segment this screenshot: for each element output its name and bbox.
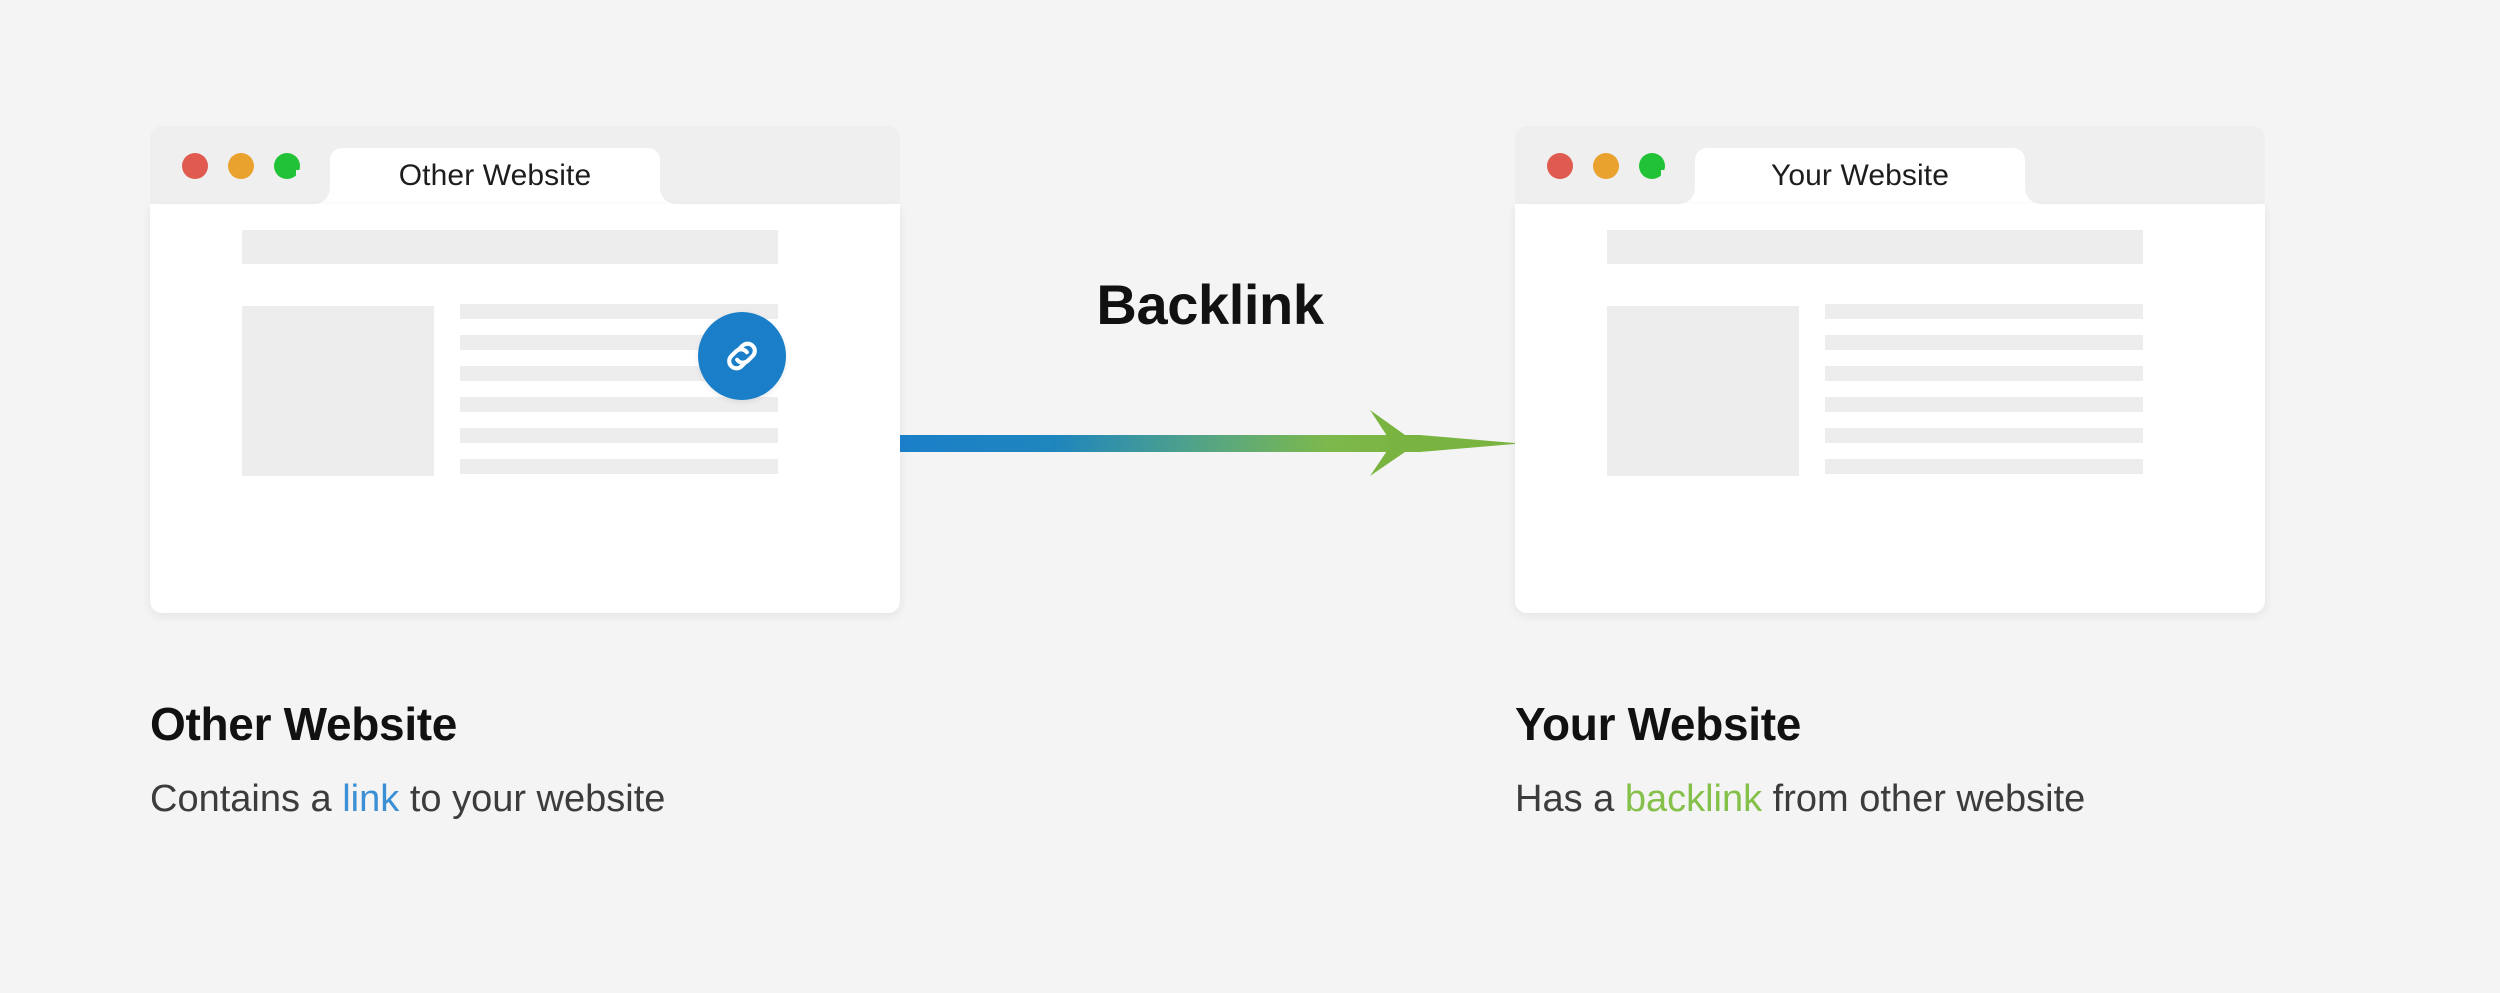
- link-badge[interactable]: [698, 312, 786, 400]
- skeleton-line: [1825, 335, 2143, 350]
- skeleton-line: [1825, 397, 2143, 412]
- tab-skirt-left: [1661, 170, 1695, 204]
- skeleton-line: [1825, 428, 2143, 443]
- browser-tab-label: Your Website: [1771, 159, 1949, 192]
- chain-link-icon: [727, 341, 757, 371]
- caption-body: Has a backlink from other website: [1515, 776, 2495, 824]
- skeleton-line: [1825, 459, 2143, 474]
- minimize-window-dot[interactable]: [228, 153, 254, 179]
- skeleton-line: [460, 428, 778, 443]
- skeleton-line: [460, 397, 778, 412]
- arrow-right-icon: [900, 410, 1520, 476]
- tab-skirt-right: [2025, 170, 2059, 204]
- browser-viewport: [150, 204, 900, 613]
- caption-other-website: Other Website Contains a link to your we…: [150, 700, 1130, 824]
- caption-title: Other Website: [150, 698, 458, 750]
- caption-text-after: from other website: [1762, 778, 2086, 821]
- backlink-arrow: [900, 410, 1520, 476]
- skeleton-thumbnail: [242, 306, 434, 476]
- skeleton-line: [1825, 304, 2143, 319]
- caption-title: Your Website: [1515, 698, 1802, 750]
- browser-window-your-website: Your Website: [1515, 126, 2265, 613]
- browser-tab-other-website[interactable]: Other Website: [296, 148, 694, 204]
- close-window-dot[interactable]: [182, 153, 208, 179]
- tab-skirt-right: [660, 170, 694, 204]
- skeleton-line: [460, 366, 778, 381]
- maximize-window-dot[interactable]: [274, 153, 300, 179]
- caption-highlight-link: link: [342, 778, 400, 821]
- browser-tab-label: Other Website: [398, 159, 592, 192]
- window-controls: [1547, 153, 1665, 179]
- tab-skirt-left: [296, 170, 330, 204]
- backlink-label: Backlink: [1096, 273, 1324, 336]
- caption-highlight-backlink: backlink: [1624, 778, 1763, 821]
- maximize-window-dot[interactable]: [1639, 153, 1665, 179]
- skeleton-banner: [242, 230, 778, 264]
- skeleton-line: [1825, 366, 2143, 381]
- skeleton-text-lines: [1825, 304, 2143, 474]
- skeleton-line: [460, 459, 778, 474]
- minimize-window-dot[interactable]: [1593, 153, 1619, 179]
- caption-text-before: Has a: [1515, 778, 1625, 821]
- caption-text-after: to your website: [399, 778, 666, 821]
- browser-chrome-bar: Your Website: [1515, 126, 2265, 204]
- caption-body: Contains a link to your website: [150, 776, 1130, 824]
- browser-window-other-website: Other Website: [150, 126, 900, 613]
- skeleton-banner: [1607, 230, 2143, 264]
- caption-text-before: Contains a: [150, 778, 343, 821]
- close-window-dot[interactable]: [1547, 153, 1573, 179]
- skeleton-text-lines: [460, 304, 778, 474]
- caption-your-website: Your Website Has a backlink from other w…: [1515, 700, 2495, 824]
- window-controls: [182, 153, 300, 179]
- browser-chrome-bar: Other Website: [150, 126, 900, 204]
- skeleton-thumbnail: [1607, 306, 1799, 476]
- skeleton-line: [460, 304, 778, 319]
- browser-viewport: [1515, 204, 2265, 613]
- browser-tab-your-website[interactable]: Your Website: [1661, 148, 2059, 204]
